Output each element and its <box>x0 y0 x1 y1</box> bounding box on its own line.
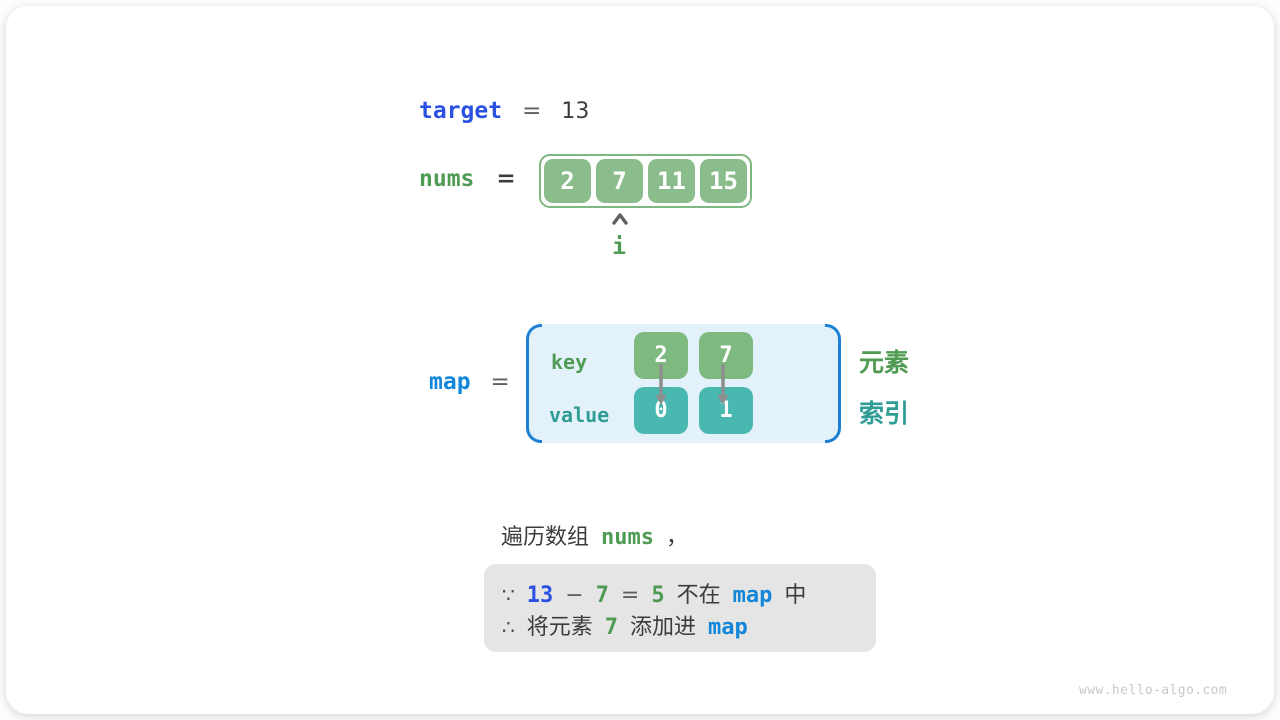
equals-sign: = <box>490 369 510 395</box>
note-map-code: map <box>732 583 773 608</box>
watermark: www.hello-algo.com <box>1079 683 1228 698</box>
caption-comma: ， <box>666 525 689 550</box>
note-target-value: 13 <box>526 583 554 608</box>
array-cell: 15 <box>700 159 747 203</box>
note-difference-value: 5 <box>651 583 665 608</box>
up-caret-icon <box>612 213 628 225</box>
note-element-value: 7 <box>604 615 618 640</box>
target-row: target = 13 <box>419 98 589 124</box>
note-text: 添加进 <box>630 615 697 640</box>
note-box: ∵ 13 − 7 = 5 不在 map 中 ∴ 将元素 7 添加进 map <box>484 564 876 652</box>
nums-label-row: nums = <box>419 166 516 192</box>
therefore-symbol: ∴ <box>502 615 515 639</box>
element-label: 元素 <box>859 348 910 377</box>
value-cell: 0 <box>634 387 688 434</box>
equals-sign: = <box>620 583 640 608</box>
index-pointer-label: i <box>612 234 626 260</box>
because-symbol: ∵ <box>502 583 515 607</box>
diagram-card: target = 13 nums = 2 7 11 15 i map = key… <box>6 6 1274 714</box>
map-variable: map <box>429 369 471 395</box>
map-container: key value 2 7 0 1 <box>526 324 841 443</box>
array-cell: 11 <box>648 159 695 203</box>
note-text: 将元素 <box>526 615 593 640</box>
note-current-element: 7 <box>595 583 609 608</box>
note-line-therefore: ∴ 将元素 7 添加进 map <box>502 609 858 641</box>
key-cell: 2 <box>634 332 688 379</box>
note-text: 中 <box>784 583 807 608</box>
value-cell: 1 <box>699 387 753 434</box>
equals-sign: = <box>522 98 542 124</box>
index-label: 索引 <box>859 399 910 428</box>
note-map-code: map <box>708 615 748 640</box>
key-row-label: key <box>551 350 588 374</box>
caption: 遍历数组 nums ， <box>501 519 688 551</box>
value-row-label: value <box>549 403 610 427</box>
array-cell: 7 <box>596 159 643 203</box>
note-line-because: ∵ 13 − 7 = 5 不在 map 中 <box>502 577 858 609</box>
nums-array: 2 7 11 15 <box>539 154 752 208</box>
note-text: 不在 <box>676 583 721 608</box>
map-bracket-right <box>825 324 841 443</box>
caption-text: 遍历数组 <box>501 525 590 550</box>
nums-variable: nums <box>419 166 475 192</box>
minus-sign: − <box>565 583 584 608</box>
target-variable: target <box>419 98 503 124</box>
key-cell: 7 <box>699 332 753 379</box>
map-label-row: map = <box>429 369 510 395</box>
map-bracket-left <box>526 324 542 443</box>
array-cell: 2 <box>544 159 591 203</box>
caption-code-nums: nums <box>601 525 654 550</box>
equals-sign: = <box>496 166 516 192</box>
target-value: 13 <box>561 99 590 124</box>
